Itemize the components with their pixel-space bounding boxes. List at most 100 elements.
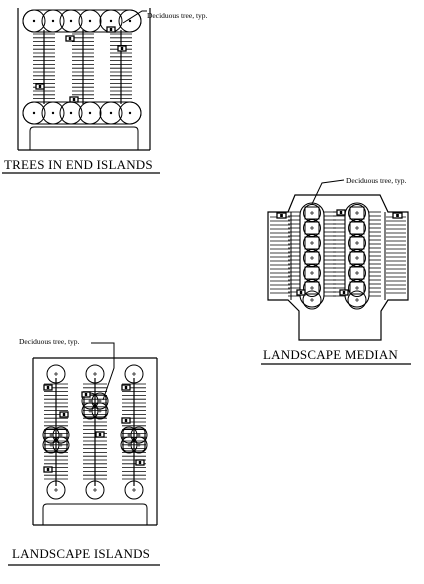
- end-islands-annotation: Deciduous tree, typ.: [147, 11, 208, 20]
- lot-outline: [32, 357, 158, 526]
- deciduous-tree: [22, 9, 46, 33]
- deciduous-tree: [130, 436, 148, 454]
- parking-stall-lines: [270, 216, 290, 294]
- deciduous-tree: [46, 480, 66, 500]
- deciduous-tree: [85, 364, 105, 384]
- deciduous-tree: [42, 426, 60, 444]
- tree-center-dot: [109, 19, 113, 23]
- tree-planter: [349, 281, 365, 295]
- median-title: LANDSCAPE MEDIAN: [263, 347, 398, 362]
- tree-center-mark: [54, 488, 58, 492]
- parked-car: [43, 384, 53, 391]
- tree-center-mark: [310, 271, 314, 275]
- deciduous-tree: [91, 402, 109, 420]
- tree-center-mark: [93, 488, 97, 492]
- parking-stall-lines: [44, 383, 68, 480]
- drive-aisle: [29, 126, 139, 150]
- parked-car: [106, 26, 116, 33]
- tree-center-mark: [310, 286, 314, 290]
- tree-center-dot: [88, 111, 92, 115]
- tree-center-mark: [355, 286, 359, 290]
- end-islands-title: TREES IN END ISLANDS: [4, 157, 153, 172]
- tree-center-dot: [88, 19, 92, 23]
- parking-stall-lines: [288, 211, 300, 297]
- parked-car: [95, 431, 105, 438]
- deciduous-tree: [118, 9, 142, 33]
- tree-center-dot: [69, 111, 73, 115]
- tree-center-dot: [128, 111, 132, 115]
- end-islands-plan: [17, 8, 151, 151]
- tree-center-mark: [355, 271, 359, 275]
- tree-cluster-island: [120, 426, 148, 454]
- parked-car: [392, 212, 403, 219]
- tree-center-dot: [32, 19, 36, 23]
- parked-car: [43, 466, 53, 473]
- tree-center-mark: [310, 241, 314, 245]
- tree-center-mark: [49, 433, 53, 437]
- tree-center-dot: [109, 111, 113, 115]
- median-annotation: Deciduous tree, typ.: [346, 176, 407, 185]
- deciduous-tree: [41, 9, 65, 33]
- deciduous-tree: [78, 9, 102, 33]
- lot-outline: [267, 194, 409, 341]
- annotation-leader: [311, 179, 345, 205]
- tree-center-mark: [310, 256, 314, 260]
- tree-planter: [304, 281, 320, 295]
- tree-center-mark: [59, 443, 63, 447]
- tree-center-mark: [98, 409, 102, 413]
- deciduous-tree: [81, 402, 99, 420]
- tree-cluster-island: [42, 426, 70, 454]
- tree-center-mark: [98, 399, 102, 403]
- tree-center-mark: [310, 211, 314, 215]
- parking-stall-lines: [386, 216, 406, 294]
- deciduous-tree: [46, 364, 66, 384]
- tree-center-mark: [310, 226, 314, 230]
- tree-center-dot: [51, 19, 55, 23]
- deciduous-tree: [130, 426, 148, 444]
- islands-plan: [32, 342, 158, 526]
- deciduous-tree: [120, 436, 138, 454]
- parked-car: [121, 384, 131, 391]
- deciduous-tree: [303, 279, 321, 297]
- tree-center-mark: [127, 443, 131, 447]
- islands-annotation: Deciduous tree, typ.: [19, 337, 80, 346]
- tree-center-mark: [310, 298, 314, 302]
- deciduous-tree: [52, 426, 70, 444]
- tree-center-mark: [137, 433, 141, 437]
- median-plan: [267, 179, 409, 341]
- tree-center-mark: [355, 226, 359, 230]
- deciduous-tree: [120, 426, 138, 444]
- tree-center-mark: [355, 241, 359, 245]
- parked-car: [296, 289, 306, 296]
- parked-car: [69, 96, 79, 103]
- lot-outline: [17, 8, 151, 151]
- parking-stall-lines: [333, 211, 345, 297]
- deciduous-tree: [348, 279, 366, 297]
- parking-stall-lines: [72, 33, 94, 99]
- islands-title: LANDSCAPE ISLANDS: [12, 546, 150, 561]
- deciduous-tree: [22, 101, 46, 125]
- deciduous-tree: [78, 101, 102, 125]
- deciduous-tree: [118, 101, 142, 125]
- parked-car: [121, 417, 131, 424]
- parking-stall-lines: [33, 33, 55, 99]
- deciduous-tree: [124, 364, 144, 384]
- tree-center-mark: [355, 256, 359, 260]
- tree-center-mark: [132, 488, 136, 492]
- deciduous-tree: [59, 9, 83, 33]
- deciduous-tree: [124, 480, 144, 500]
- tree-center-mark: [132, 372, 136, 376]
- tree-center-mark: [355, 211, 359, 215]
- parked-car: [117, 45, 127, 52]
- tree-center-mark: [93, 372, 97, 376]
- parked-car: [276, 212, 287, 219]
- tree-center-mark: [59, 433, 63, 437]
- median-strip: [344, 202, 370, 308]
- deciduous-tree: [347, 290, 367, 310]
- drive-aisle: [42, 503, 148, 525]
- deciduous-tree: [91, 392, 109, 410]
- deciduous-tree: [42, 436, 60, 454]
- tree-center-dot: [128, 19, 132, 23]
- deciduous-tree: [85, 480, 105, 500]
- deciduous-tree: [302, 290, 322, 310]
